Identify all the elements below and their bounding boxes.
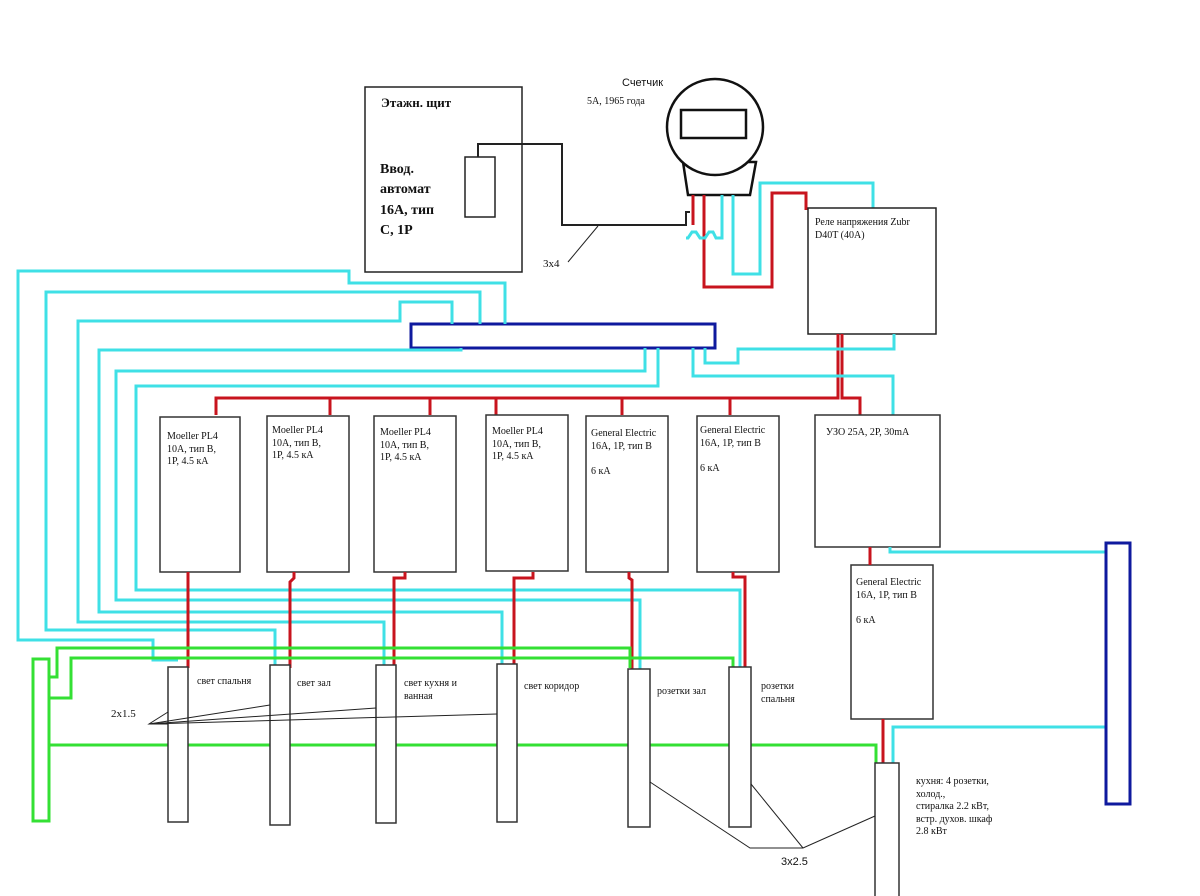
rcd-label: УЗО 25А, 2Р, 30mA bbox=[826, 427, 910, 438]
circuit-tube-7 bbox=[874, 762, 900, 896]
relay-to-rcd-phase bbox=[840, 334, 862, 415]
voltage-relay-label: Реле напряжения Zubr D40T (40A) bbox=[815, 217, 910, 241]
ground-wire-2 bbox=[49, 656, 735, 700]
circuit-tube-6 bbox=[728, 666, 752, 828]
neutral-bus-top bbox=[409, 322, 717, 350]
neutral-wire-3 bbox=[76, 300, 454, 668]
floor-panel-title: Этажн. щит bbox=[381, 95, 452, 110]
circuit-tube-5 bbox=[627, 668, 651, 828]
bus-neutral-to-rcd bbox=[691, 348, 895, 415]
socket-cable-leaders bbox=[649, 781, 876, 849]
breaker-box-5 bbox=[585, 415, 669, 573]
meter-neutral-in bbox=[686, 195, 724, 240]
phase-out-4 bbox=[512, 572, 535, 668]
rcd-box bbox=[814, 414, 941, 548]
floor-panel-box bbox=[364, 86, 523, 273]
breaker-box-6 bbox=[696, 415, 780, 573]
phase-out-5 bbox=[627, 572, 634, 670]
circuit-tube-4 bbox=[496, 663, 518, 823]
kitchen-neutral bbox=[891, 725, 1106, 764]
breaker-label-5: General Electric 16A, 1P, тип B 6 кА bbox=[591, 428, 657, 477]
voltage-relay-box bbox=[807, 207, 937, 335]
breaker-label-3: Moeller PL4 10A, тип B, 1P, 4.5 кА bbox=[380, 427, 431, 463]
relay-neutral-to-bus bbox=[703, 334, 896, 365]
breaker-label-6: General Electric 16A, 1P, тип B 6 кА bbox=[700, 425, 766, 474]
neutral-wire-6 bbox=[134, 348, 742, 668]
lighting-cable-label: 2х1.5 bbox=[111, 708, 136, 720]
socket-cable-label: 3х2.5 bbox=[781, 856, 808, 868]
lighting-cable-leaders bbox=[147, 704, 498, 725]
breaker-label-4: Moeller PL4 10A, тип B, 1P, 4.5 кА bbox=[492, 426, 543, 462]
neutral-wire-4 bbox=[97, 348, 504, 666]
neutral-wire-1 bbox=[16, 269, 507, 662]
neutral-bus-lower bbox=[1104, 541, 1132, 806]
neutral-wire-2 bbox=[44, 290, 482, 668]
breaker-box-2 bbox=[266, 415, 350, 573]
relay-to-breakers-phase bbox=[730, 334, 840, 400]
circuit-tube-1 bbox=[167, 666, 189, 823]
meter-title: Счетчик bbox=[622, 77, 664, 89]
circuit-label-4: свет коридор bbox=[524, 681, 580, 692]
feed-cable-wire bbox=[477, 143, 690, 226]
circuit-label-7: кухня: 4 розетки, холод., стиралка 2.2 к… bbox=[916, 776, 993, 837]
phase-out-3 bbox=[392, 572, 407, 668]
breaker-label-2: Moeller PL4 10A, тип B, 1P, 4.5 кА bbox=[272, 425, 323, 461]
ground-wire-1 bbox=[49, 646, 632, 679]
ground-wire-3 bbox=[49, 743, 878, 764]
breaker-label-7: General Electric 16A, 1P, тип B 6 кА bbox=[856, 577, 922, 626]
breaker-box-7 bbox=[850, 564, 934, 720]
phase-out-6 bbox=[731, 572, 747, 668]
neutral-wire-5 bbox=[114, 348, 647, 670]
input-breaker-label: Ввод. автомат 16А, тип С, 1Р bbox=[380, 162, 435, 238]
meter-symbol bbox=[665, 77, 765, 197]
circuit-label-6: розетки спальня bbox=[761, 681, 795, 705]
circuit-tube-2 bbox=[269, 664, 291, 826]
ground-bus bbox=[31, 657, 51, 823]
circuit-label-5: розетки зал bbox=[657, 686, 706, 697]
circuit-tube-3 bbox=[375, 664, 397, 824]
phase-comb bbox=[214, 396, 732, 415]
circuit-label-3: свет кухня и ванная bbox=[404, 678, 457, 702]
feed-cable-leader bbox=[567, 225, 599, 263]
rcd-neutral-out bbox=[888, 547, 1106, 554]
breaker-box-3 bbox=[373, 415, 457, 573]
circuit-label-1: свет спальня bbox=[197, 676, 252, 687]
breaker-box-4 bbox=[485, 414, 569, 572]
meter-neutral-out bbox=[731, 181, 875, 276]
phase-out-2 bbox=[288, 572, 296, 668]
meter-spec: 5А, 1965 года bbox=[587, 96, 645, 107]
meter-phase-out bbox=[702, 191, 808, 289]
input-breaker-symbol bbox=[464, 156, 496, 218]
breaker-label-1: Moeller PL4 10A, тип B, 1P, 4.5 кА bbox=[167, 431, 218, 467]
feed-cable-label: 3х4 bbox=[543, 258, 560, 270]
circuit-label-2: свет зал bbox=[297, 678, 331, 689]
breaker-box-1 bbox=[159, 416, 241, 573]
